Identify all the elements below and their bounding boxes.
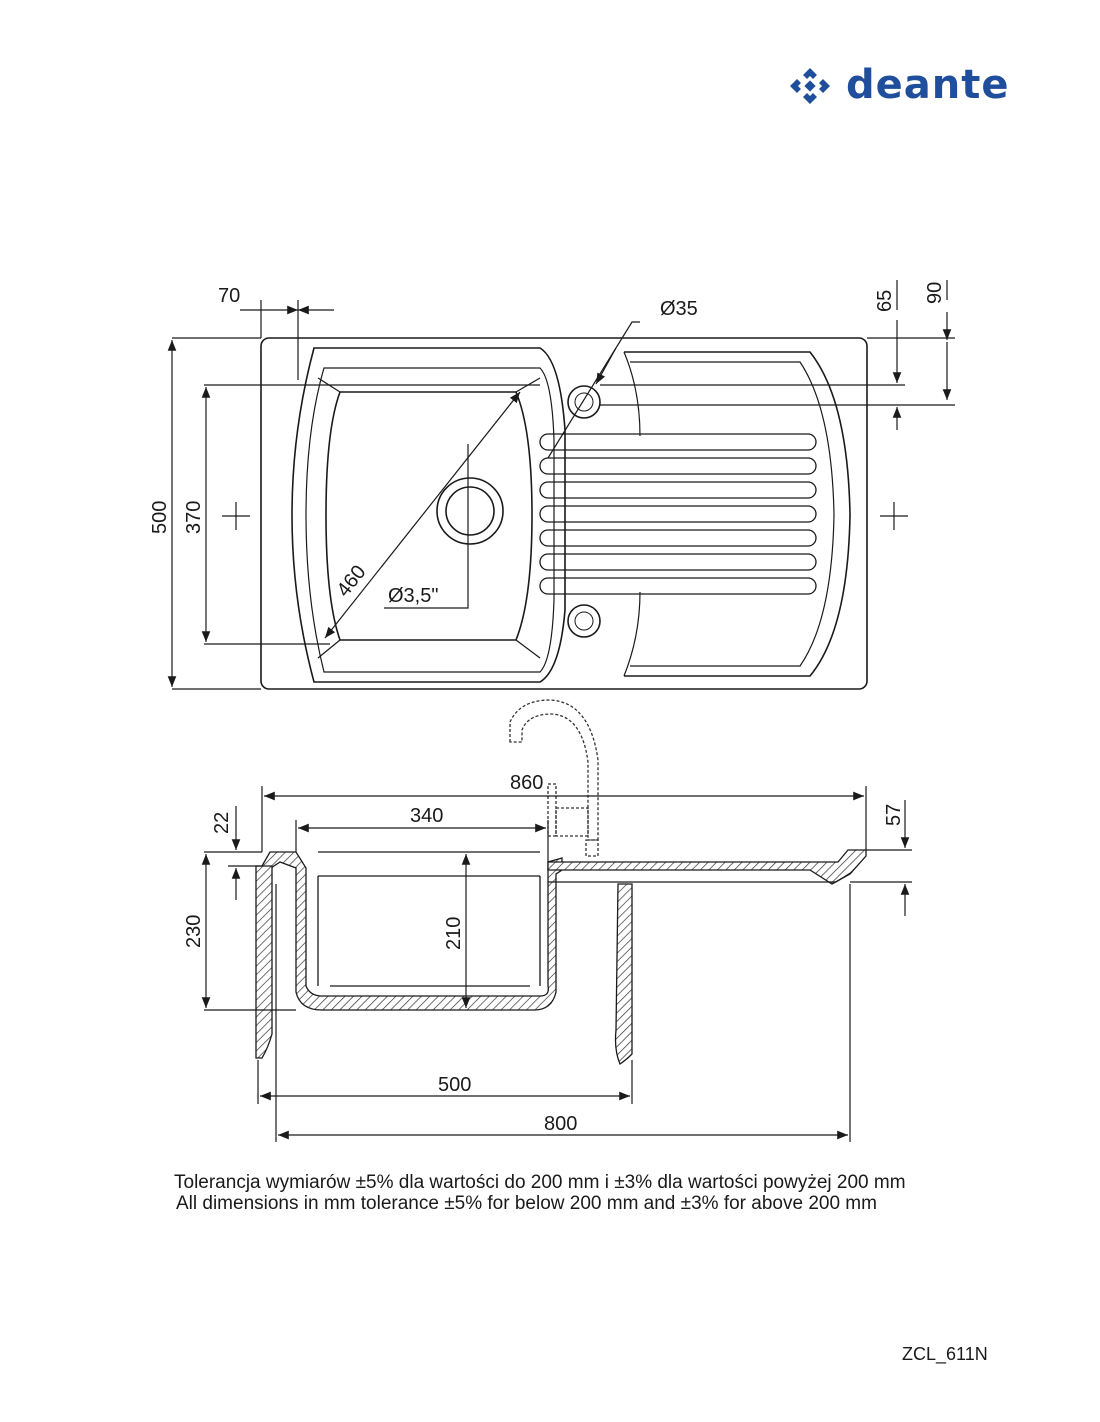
dim-hole-diameter: Ø35 [660,298,698,320]
side-view [255,849,867,1065]
dim-460-diagonal: 460 [333,561,371,601]
dim-230: 230 [183,915,205,948]
top-view-dimensions [167,280,955,690]
dim-370: 370 [183,501,205,534]
brand-logo: deante [784,58,1008,112]
dim-22: 22 [211,812,233,834]
side-view-dimensions [201,786,912,1142]
dim-800: 800 [544,1113,577,1135]
drainer-grooves [539,433,817,595]
product-code: ZCL_611N [902,1344,988,1364]
drain-outer [436,477,504,545]
dim-860: 860 [510,772,543,794]
dim-drain-diameter: Ø3,5" [388,585,438,607]
tolerance-note-pl: Tolerancja wymiarów ±5% dla wartości do … [174,1172,906,1193]
dim-340: 340 [410,805,443,827]
drain-inner [445,486,495,536]
brand-name: deante [846,62,1010,108]
top-view [260,337,868,690]
faucet-outline [509,699,599,857]
dim-57: 57 [883,804,905,826]
dim-210: 210 [443,917,465,950]
dim-500-cabinet: 500 [438,1074,471,1096]
dim-500-height: 500 [149,501,171,534]
dim-90: 90 [924,282,946,304]
tap-hole-bottom [567,604,601,638]
dim-70: 70 [218,285,240,307]
sink-outline [260,337,868,690]
drainer-outline [624,351,851,677]
tap-hole-top [567,385,601,419]
dim-65: 65 [874,290,896,312]
tolerance-note-en: All dimensions in mm tolerance ±5% for b… [176,1193,877,1214]
brand-logo-icon [790,68,830,104]
bowl-rim [291,347,566,683]
